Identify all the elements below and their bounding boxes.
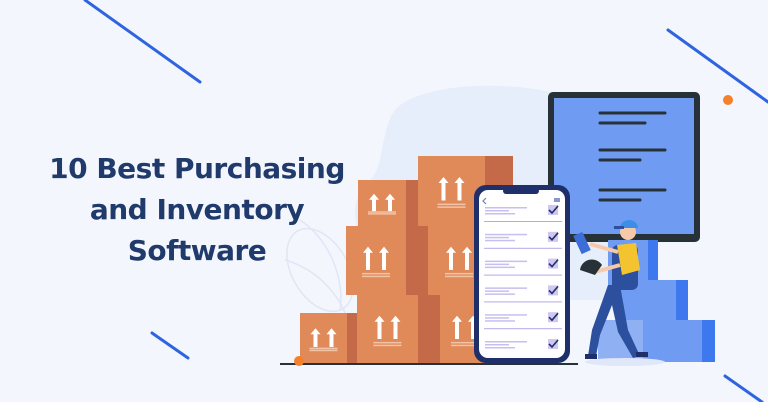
- title-line-2: and Inventory: [89, 193, 305, 226]
- arrow-up-icon: [446, 246, 456, 270]
- cardboard-box: [346, 226, 428, 295]
- checklist-item: [484, 285, 562, 303]
- checklist-item: [485, 339, 559, 349]
- warehouse-worker: [573, 220, 665, 366]
- checklist-item: [484, 312, 562, 330]
- arrow-up-icon: [310, 328, 321, 348]
- title-line-3: Software: [127, 234, 267, 267]
- checkbox: [548, 339, 558, 349]
- checkbox: [548, 205, 558, 215]
- arrow-up-icon: [438, 177, 449, 201]
- arrow-up-icon: [369, 193, 379, 212]
- arrow-up-icon: [452, 315, 462, 339]
- menu-icon: [554, 198, 560, 202]
- checklist-item: [484, 258, 562, 276]
- arrow-up-icon: [454, 177, 465, 201]
- check-icon: [548, 339, 559, 349]
- arrow-up-icon: [374, 315, 385, 339]
- monitor: [548, 92, 700, 242]
- page-title: 10 Best Purchasing and Inventory Softwar…: [40, 148, 354, 271]
- checkbox: [548, 312, 558, 323]
- cardboard-box: [358, 180, 420, 226]
- title-line-1: 10 Best Purchasing: [49, 152, 345, 185]
- check-icon: [548, 312, 559, 322]
- arrow-up-icon: [462, 246, 472, 270]
- cardboard-box: [300, 313, 357, 364]
- checklist: [484, 205, 562, 349]
- cardboard-box: [357, 295, 440, 364]
- check-icon: [548, 259, 559, 268]
- back-icon: [482, 197, 487, 205]
- checklist-item: [484, 205, 562, 222]
- check-icon: [548, 205, 559, 215]
- smartphone: [474, 185, 570, 363]
- arrow-up-icon: [326, 328, 337, 348]
- clipboard: [573, 231, 591, 255]
- checkbox: [548, 258, 558, 269]
- arrow-up-icon: [390, 315, 401, 339]
- accent-dot: [294, 356, 304, 366]
- checkbox: [548, 285, 558, 296]
- check-icon: [548, 232, 559, 241]
- accent-dot: [723, 95, 733, 105]
- arrow-up-icon: [363, 246, 373, 270]
- check-icon: [548, 285, 559, 295]
- decorative-lines: [83, 0, 768, 402]
- arrow-up-icon: [379, 246, 389, 270]
- checkbox: [548, 231, 558, 242]
- checklist-item: [484, 231, 562, 249]
- arrow-up-icon: [385, 193, 395, 212]
- scanner: [580, 259, 602, 275]
